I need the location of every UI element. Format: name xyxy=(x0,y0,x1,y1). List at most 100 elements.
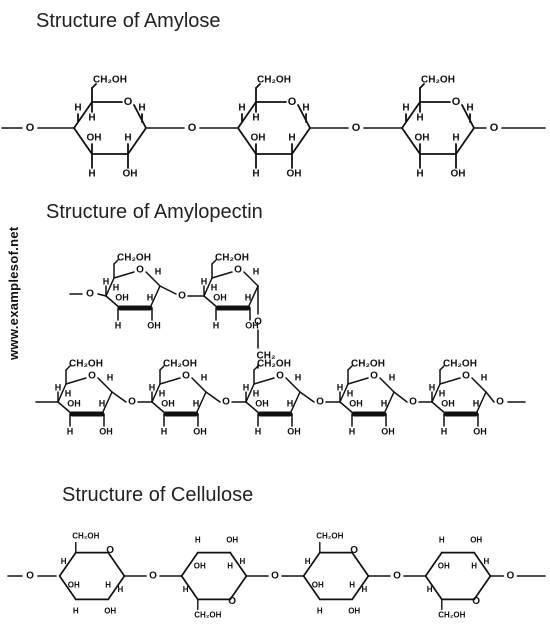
hydrogen-label: H xyxy=(240,557,246,566)
hydroxyl-label: OH xyxy=(451,169,466,180)
hydrogen-label: H xyxy=(252,169,259,180)
ch2oh-label: CH₂OH xyxy=(72,532,99,541)
hydroxyl-label: OH xyxy=(349,398,363,408)
ring-oxygen-label: O xyxy=(182,371,190,382)
ring-bond xyxy=(107,551,126,577)
hydrogen-label: H xyxy=(302,103,309,114)
hydrogen-label: H xyxy=(362,585,368,594)
ch2-label: CH₂ xyxy=(257,351,276,362)
ring-oxygen-label: O xyxy=(106,545,114,556)
hydrogen-label: H xyxy=(427,585,433,594)
hydrogen-label: H xyxy=(255,426,262,436)
hydrogen-label: H xyxy=(473,398,480,408)
ring-bond xyxy=(339,401,355,415)
ring-oxygen-label: O xyxy=(228,596,236,607)
ch2oh-label: CH₂OH xyxy=(316,532,343,541)
ring-bond xyxy=(211,271,233,279)
hydrogen-label: H xyxy=(227,562,233,571)
hydroxyl-label: OH xyxy=(287,426,301,436)
ch2oh-label: CH₂OH xyxy=(443,359,477,370)
hydrogen-label: H xyxy=(201,276,208,286)
hydrogen-label: H xyxy=(416,169,423,180)
hydrogen-label: H xyxy=(439,388,446,398)
ring-bond xyxy=(351,575,370,601)
ring-oxygen-label: O xyxy=(234,265,242,276)
chain-bond xyxy=(97,293,107,297)
hydrogen-label: H xyxy=(452,133,459,144)
glycosidic-oxygen-label: O xyxy=(26,571,34,582)
ring-bond xyxy=(243,271,259,287)
hydroxyl-label: OH xyxy=(251,133,266,144)
hydrogen-label: H xyxy=(115,320,122,330)
ring-oxygen-label: O xyxy=(350,545,358,556)
ring-bond xyxy=(245,383,255,403)
ring-oxygen-label: O xyxy=(288,96,297,108)
chain-bond xyxy=(205,391,221,403)
hydroxyl-label: OH xyxy=(193,426,207,436)
hydroxyl-label: OH xyxy=(381,426,395,436)
hydrogen-label: H xyxy=(155,266,162,276)
ring-bond xyxy=(473,551,492,577)
ch2oh-label: CH₂OH xyxy=(194,611,221,620)
hydrogen-label: H xyxy=(201,372,208,382)
ring-oxygen-label: O xyxy=(124,96,133,108)
glycosidic-oxygen-label: O xyxy=(316,397,324,408)
ring-bond xyxy=(180,575,199,601)
ch2oh-label: CH₂OH xyxy=(421,75,455,86)
ring-bond xyxy=(73,101,93,129)
hydroxyl-label: OH xyxy=(470,536,482,545)
hydrogen-label: H xyxy=(88,113,95,124)
chain-bond xyxy=(299,391,315,403)
ch2oh-label: CH₂OH xyxy=(117,253,151,264)
ring-bond xyxy=(424,551,443,577)
hydrogen-label: H xyxy=(67,426,74,436)
ring-bond xyxy=(203,277,213,297)
ring-bond xyxy=(97,377,113,393)
hydrogen-label: H xyxy=(317,607,323,616)
hydroxyl-label: OH xyxy=(415,133,430,144)
hydrogen-label: H xyxy=(349,426,356,436)
ring-bond xyxy=(401,127,421,155)
ring-bond xyxy=(149,285,161,309)
glycosidic-oxygen-label: O xyxy=(352,122,361,134)
ring-bond xyxy=(191,377,207,393)
substituent-bond xyxy=(439,365,445,371)
ring-bond xyxy=(431,383,441,403)
substituent-bond xyxy=(419,83,425,89)
ring-oxygen-label: O xyxy=(452,96,461,108)
ring-bond xyxy=(101,391,113,415)
hydrogen-label: H xyxy=(88,169,95,180)
glycosidic-oxygen-label: O xyxy=(496,397,504,408)
ring-bond xyxy=(253,377,275,385)
hydrogen-label: H xyxy=(481,372,488,382)
ring-bond xyxy=(107,575,126,601)
ring-bond xyxy=(339,383,349,403)
hydrogen-label: H xyxy=(288,133,295,144)
hydroxyl-label: OH xyxy=(441,398,455,408)
hydrogen-label: H xyxy=(149,382,156,392)
ring-bond xyxy=(383,391,395,415)
glycosidic-oxygen-label: O xyxy=(507,571,515,582)
hydroxyl-label: OH xyxy=(104,607,116,616)
hydrogen-label: H xyxy=(389,372,396,382)
hydroxyl-label: OH xyxy=(287,169,302,180)
substituent-bond xyxy=(211,259,217,265)
ring-bond xyxy=(180,551,199,577)
ring-oxygen-label: O xyxy=(136,265,144,276)
hydrogen-label: H xyxy=(65,388,72,398)
glycosidic-oxygen-label: O xyxy=(409,397,417,408)
ring-oxygen-label: O xyxy=(462,371,470,382)
ch2oh-label: CH₂OH xyxy=(163,359,197,370)
ring-bond xyxy=(58,551,77,577)
ring-bond xyxy=(424,575,443,601)
chain-bond xyxy=(159,285,177,295)
glycosidic-oxygen-label: O xyxy=(393,571,401,582)
hydroxyl-label: OH xyxy=(67,398,81,408)
chain-bond xyxy=(485,391,495,403)
ring-oxygen-label: O xyxy=(88,371,96,382)
hydrogen-label: H xyxy=(238,103,245,114)
glycosidic-oxygen-label: O xyxy=(149,571,157,582)
hydroxyl-label: OH xyxy=(213,292,227,302)
hydrogen-label: H xyxy=(107,372,114,382)
hydrogen-label: H xyxy=(55,382,62,392)
